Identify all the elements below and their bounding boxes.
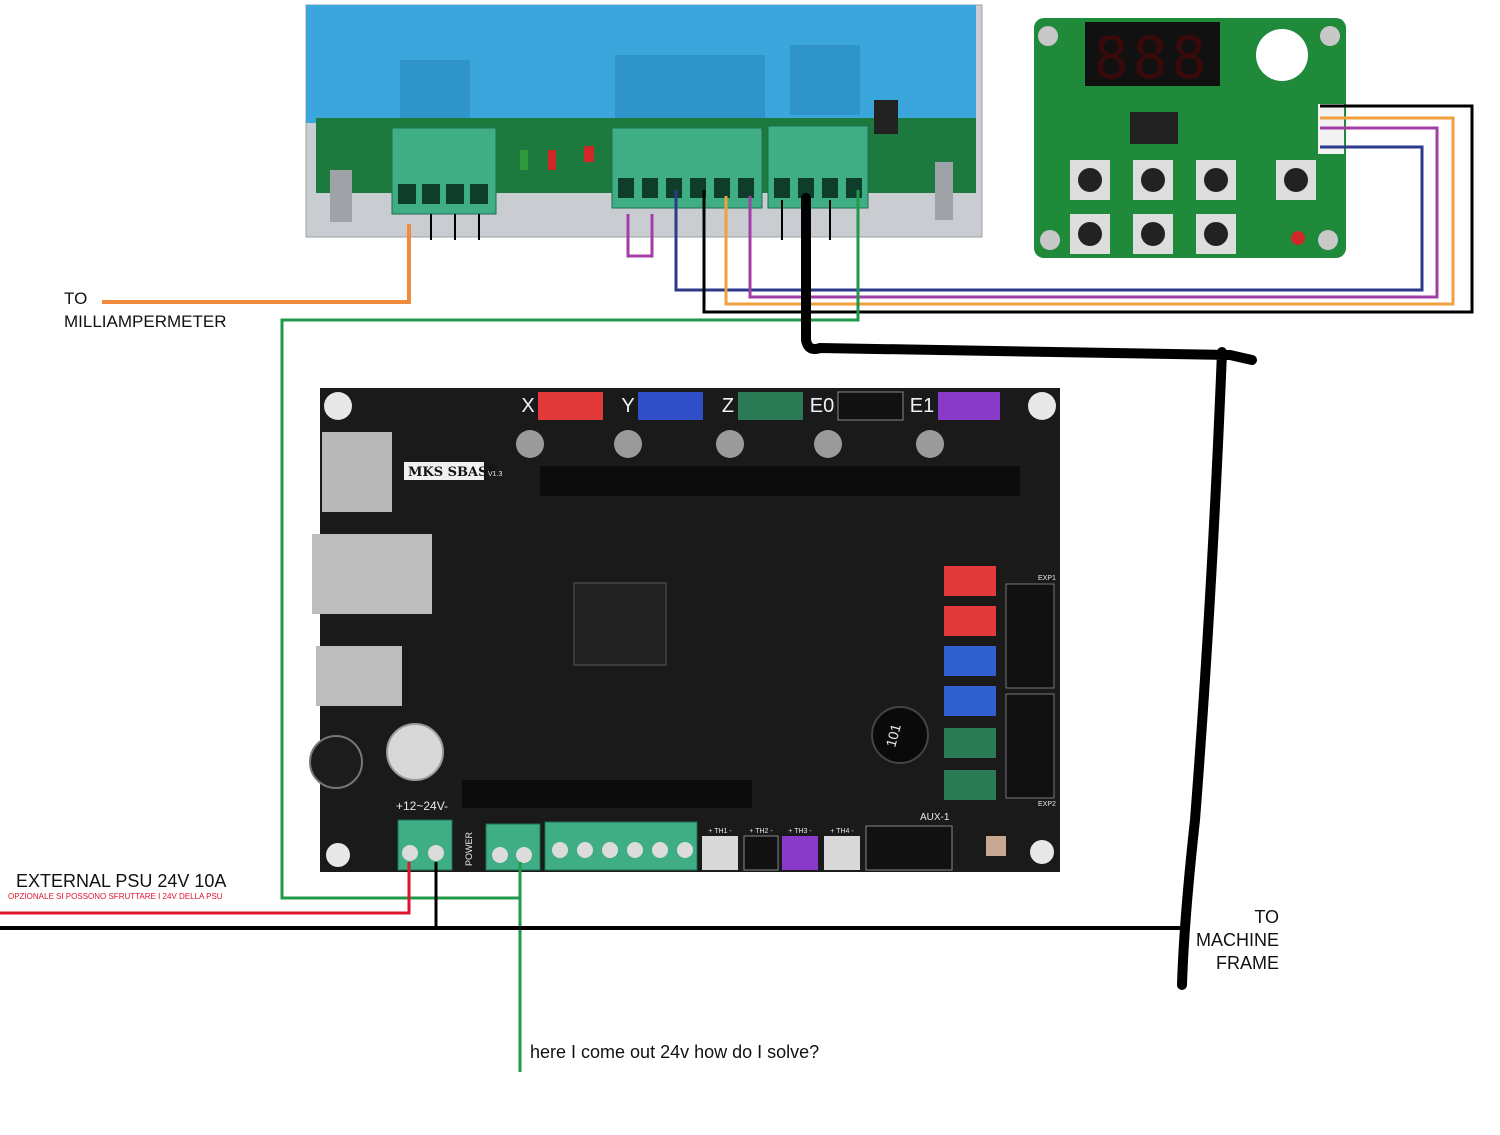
thermistor-label-1: + TH1 - <box>708 828 732 835</box>
board-name: MKS SBASE <box>408 465 497 480</box>
machine-frame-label-line2: FRAME <box>1216 953 1279 973</box>
power-side-label: POWER <box>464 831 474 866</box>
power-output-terminal <box>485 823 541 871</box>
wire-blue-signal <box>674 145 1424 292</box>
thermistor-label-3: + TH3 - <box>788 828 812 835</box>
wire-black-ground <box>702 104 1474 314</box>
display-digits: 888 <box>1094 24 1211 92</box>
machine-frame-label-line1: TO MACHINE <box>1195 907 1279 950</box>
axis-label-z: Z <box>722 395 734 417</box>
milliampermeter-label: TO MILLIAMPERMETER <box>64 287 226 333</box>
exp1-label: EXP1 <box>1038 575 1056 582</box>
exp2-label: EXP2 <box>1038 801 1056 808</box>
power-label: +12~24V- <box>396 799 448 813</box>
board-version: V1.3 <box>488 471 503 478</box>
thermistor-label-2: + TH2 - <box>749 828 773 835</box>
wire-red-psu-positive <box>0 862 411 915</box>
question-label: here I come out 24v how do I solve? <box>530 1042 820 1062</box>
axis-connectors <box>538 391 1000 421</box>
heater-fan-terminals <box>544 821 698 871</box>
wire-yellow-signal <box>724 116 1455 306</box>
power-input-terminal <box>397 819 453 871</box>
wires <box>0 104 1474 1072</box>
external-psu-note: OPZIONALE SI POSSONO SFRUTTARE I 24V DEL… <box>8 892 223 901</box>
axis-label-x: X <box>521 395 534 417</box>
axis-label-y: Y <box>621 395 634 417</box>
thermistor-label-4: + TH4 - <box>830 828 854 835</box>
psu-terminal-right <box>767 125 869 209</box>
aux-label: AUX-1 <box>920 812 950 823</box>
axis-label-e1: E1 <box>910 395 934 417</box>
laser-power-supply <box>305 4 983 240</box>
wire-purple-signal <box>748 126 1439 299</box>
wire-purple-jumper <box>626 214 654 258</box>
inductor-label: 101 <box>882 722 904 749</box>
module-buttons <box>1070 160 1316 254</box>
mks-sbase-board: X Y Z E0 E1 <box>309 388 1060 872</box>
wire-orange-milliampermeter <box>102 224 411 304</box>
psu-terminal-left <box>391 127 497 215</box>
axis-label-e0: E0 <box>810 395 834 417</box>
machine-frame-label: TO MACHINE FRAME <box>1176 906 1279 975</box>
milliampermeter-label-line2: MILLIAMPERMETER <box>64 312 227 331</box>
external-psu-label: EXTERNAL PSU 24V 10A <box>16 871 227 891</box>
display-control-module: 888 <box>1034 18 1346 258</box>
milliampermeter-label-line1: TO <box>64 289 88 308</box>
psu-terminal-middle <box>611 127 763 209</box>
wire-black-frame-ground <box>801 193 1257 990</box>
